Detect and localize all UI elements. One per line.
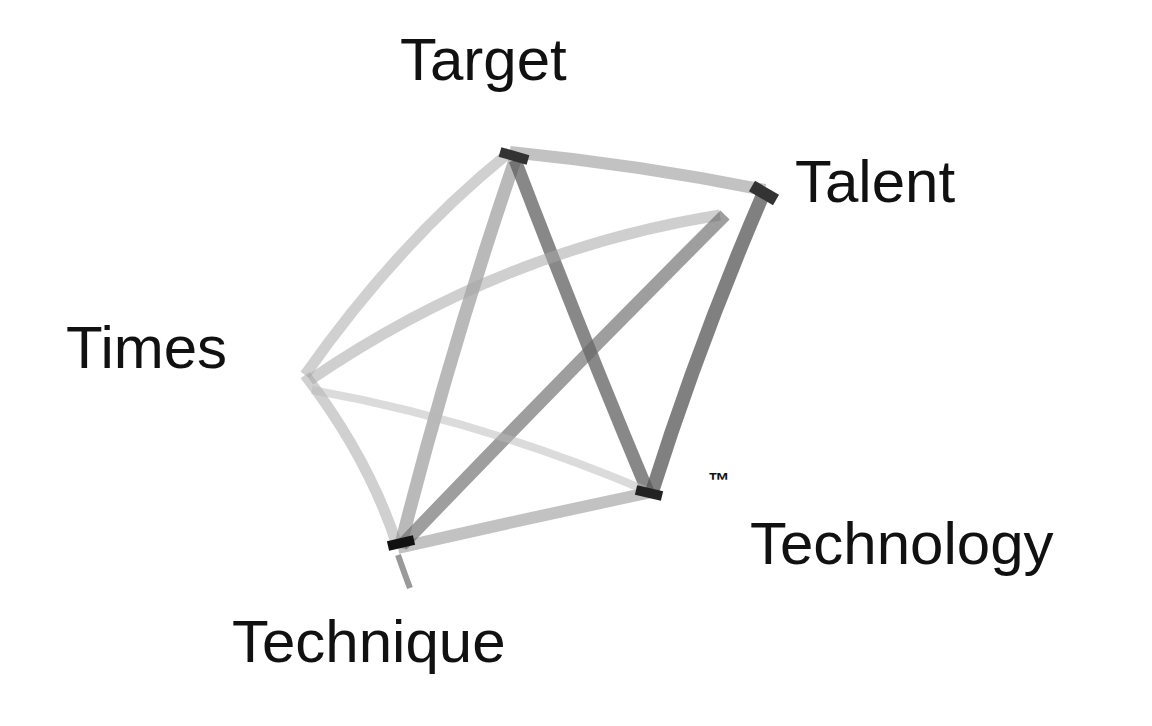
label-text: Technique xyxy=(232,612,506,672)
label-text: Times xyxy=(66,318,227,378)
label-text: Target xyxy=(400,30,567,90)
label-text: Talent xyxy=(795,152,955,212)
ribbon xyxy=(310,215,720,380)
ribbon xyxy=(515,160,648,492)
ribbon-fold xyxy=(388,540,414,546)
ribbon xyxy=(402,215,725,545)
ribbon xyxy=(510,152,765,190)
ribbon-fold xyxy=(752,186,776,200)
ribbon-fold xyxy=(636,490,662,496)
ribbon xyxy=(312,390,645,490)
ribbon-tail xyxy=(398,555,410,588)
trademark-mark: ™ xyxy=(708,470,730,492)
label-text: Technology xyxy=(750,514,1054,574)
ribbon-fold xyxy=(500,152,528,160)
